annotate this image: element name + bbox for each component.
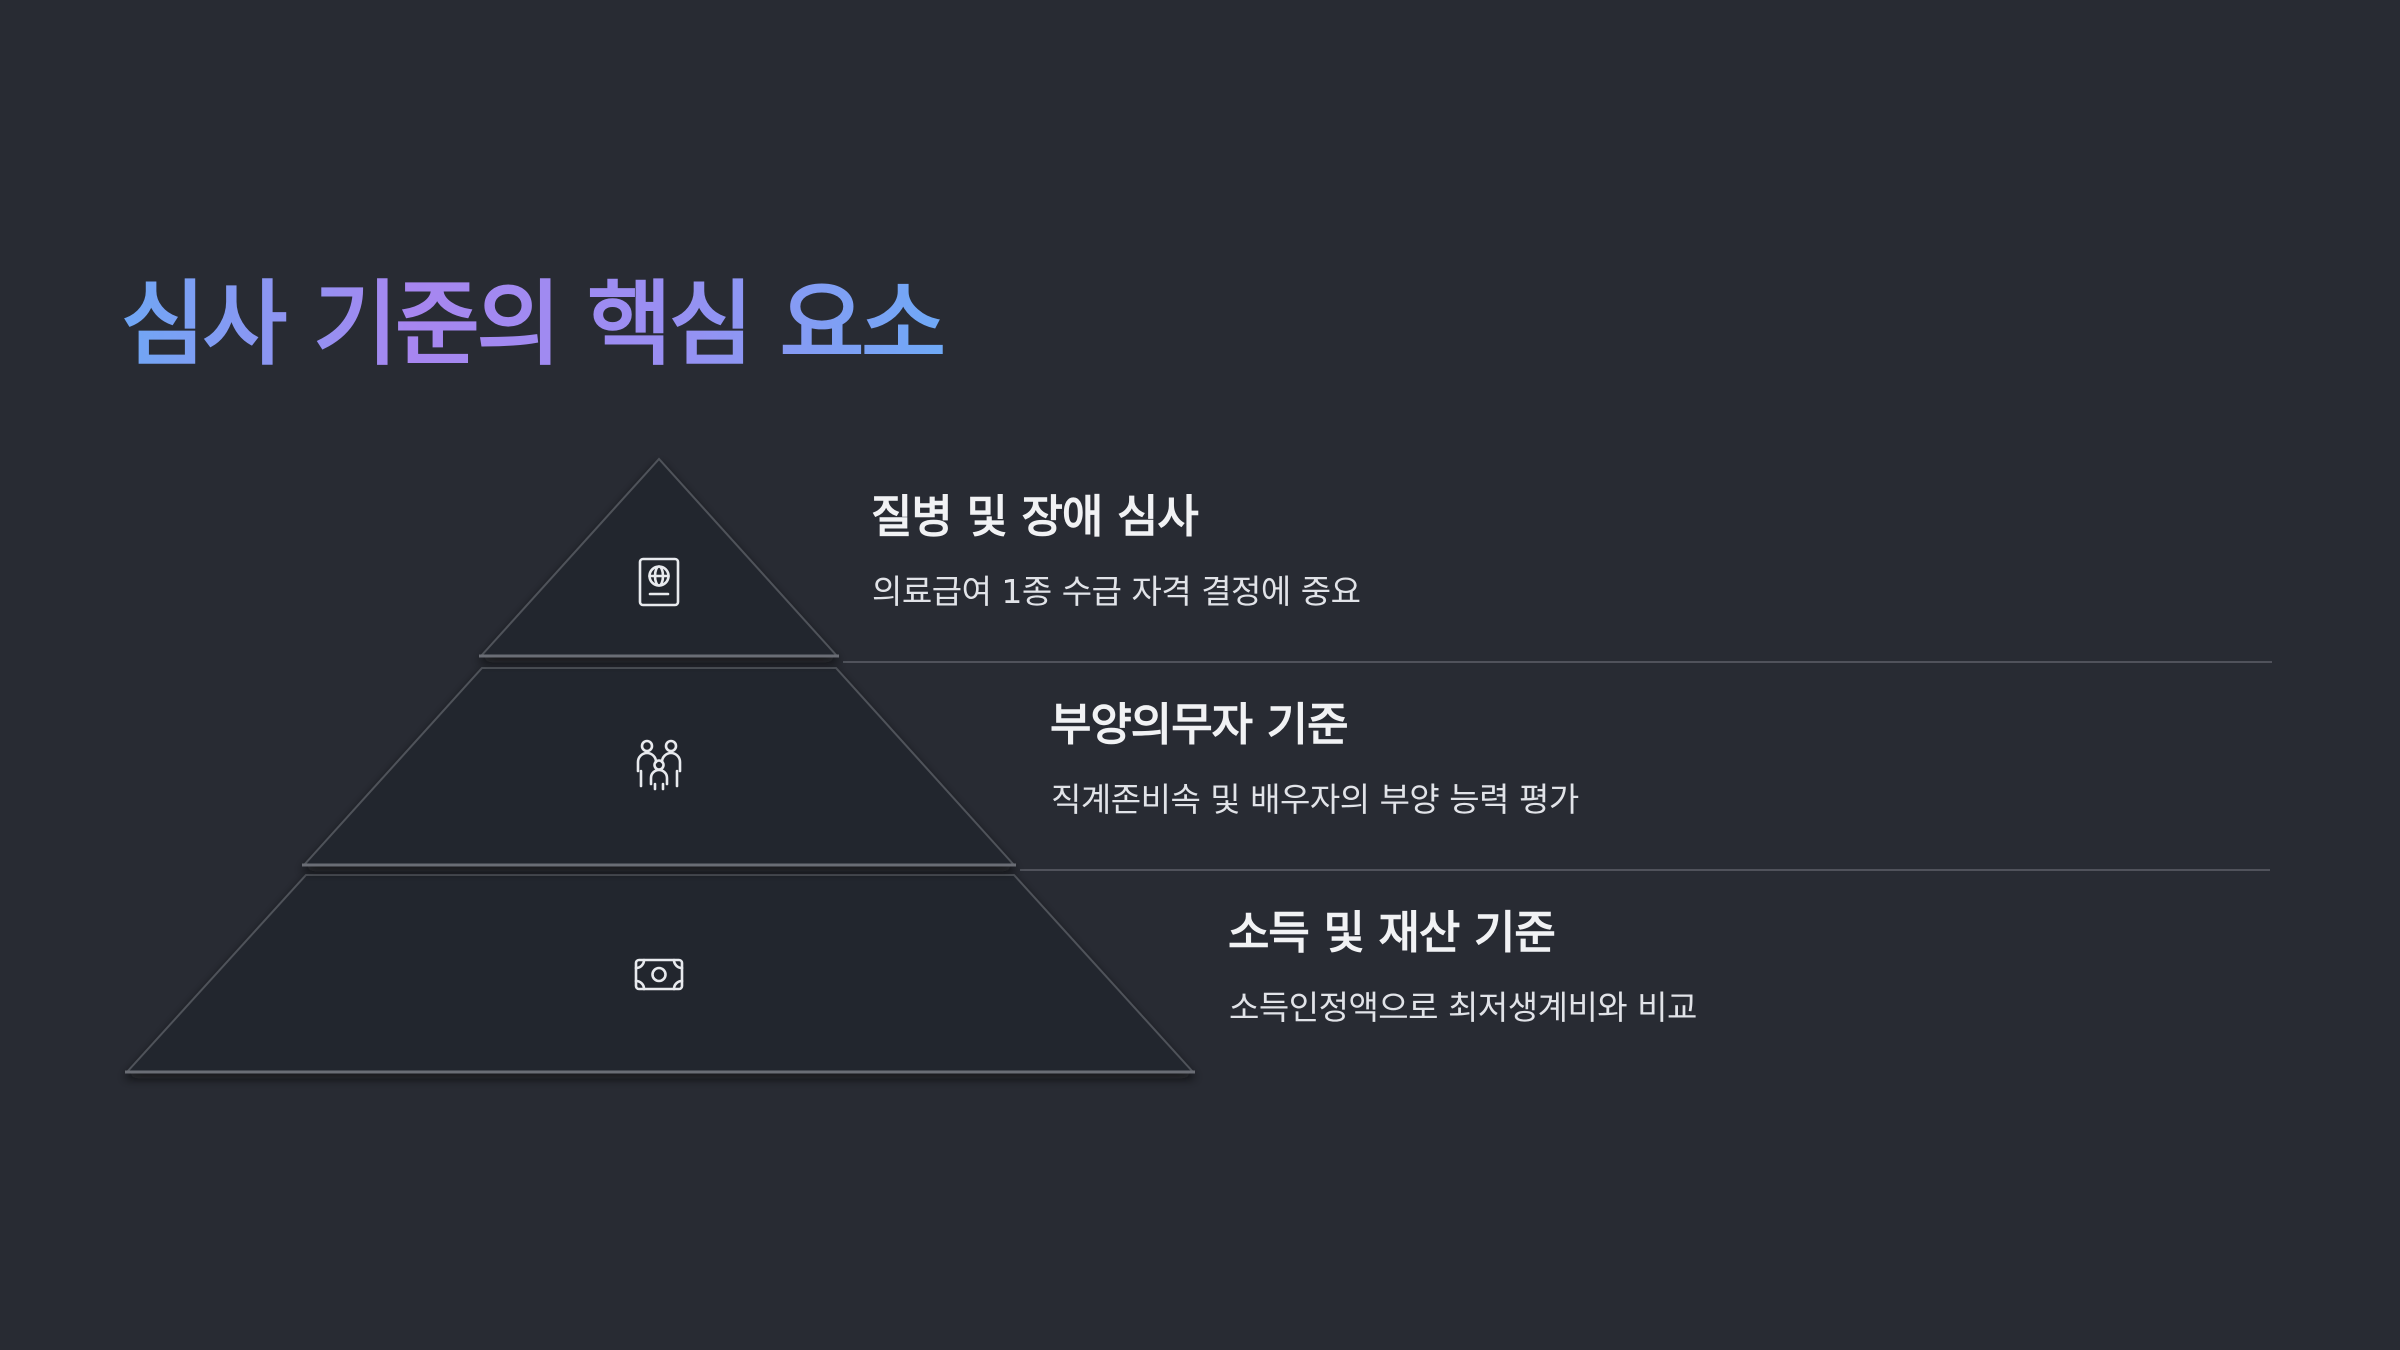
passport-icon [638,557,680,607]
tier-2-heading: 부양의무자 기준 [1050,698,1348,751]
tier-3-heading: 소득 및 재산 기준 [1228,906,1556,959]
tier-2-description: 직계존비속 및 배우자의 부양 능력 평가 [1051,780,1579,819]
page-title: 심사 기준의 핵심 요소 [121,270,946,380]
pyramid-tier-1 [479,457,839,658]
tier-3-description: 소득인정액으로 최저생계비와 비교 [1229,988,1697,1027]
pyramid-tier-3 [125,874,1195,1074]
family-icon [636,739,682,791]
pyramid-tier-2 [302,667,1016,867]
tier-1-description: 의료급여 1종 수급 자격 결정에 중요 [872,572,1361,611]
tier-1-heading: 질병 및 장애 심사 [871,490,1199,543]
banknote-icon [634,958,684,991]
